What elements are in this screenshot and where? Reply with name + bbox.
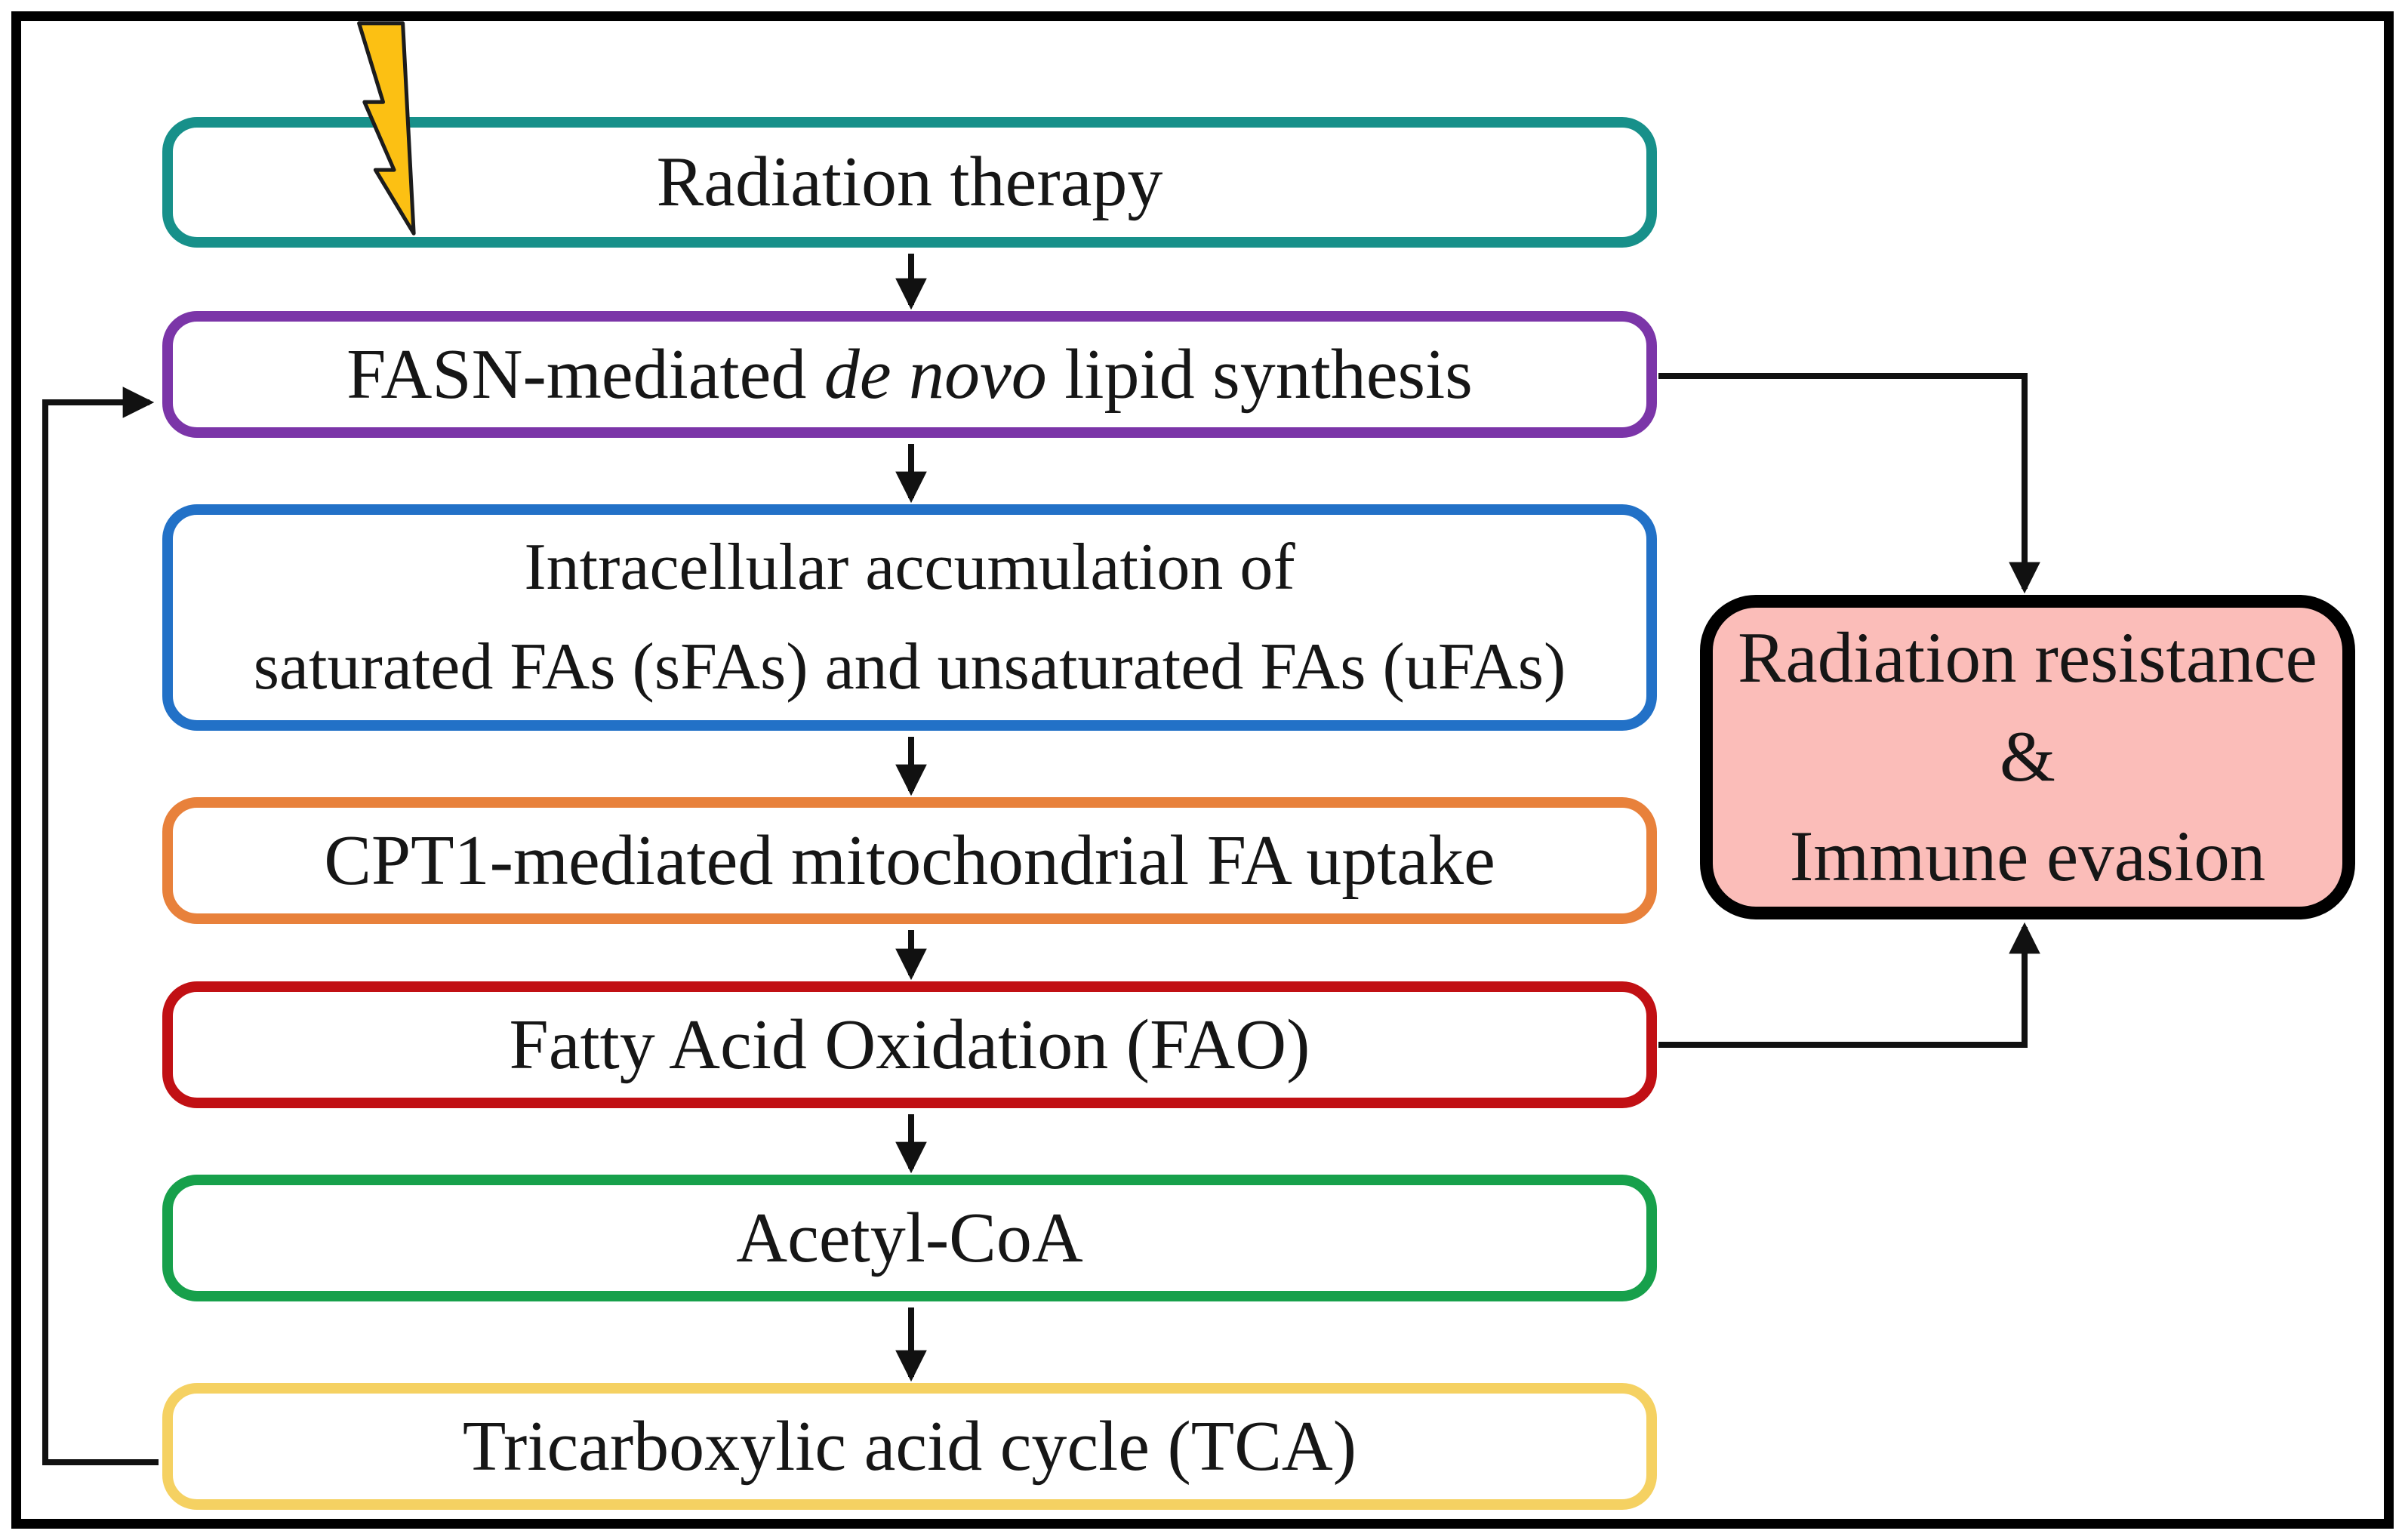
label-segment: FASN-mediated <box>346 334 824 414</box>
node-label: Acetyl-CoA <box>736 1198 1083 1277</box>
node-fatty-acid-oxidation: Fatty Acid Oxidation (FAO) <box>162 981 1657 1108</box>
node-label: CPT1-mediated mitochondrial FA uptake <box>324 821 1495 900</box>
node-label: Tricarboxylic acid cycle (TCA) <box>462 1406 1357 1486</box>
node-label-line1: Intracellular accumulation of <box>524 531 1295 604</box>
node-fasn-lipid-synthesis: FASN-mediated de novo lipid synthesis <box>162 311 1657 438</box>
lightning-bolt-icon <box>357 21 416 236</box>
outcome-line2: & <box>2000 716 2055 797</box>
arrow-fao-to-outcome <box>1658 922 2040 1048</box>
label-segment-italic: de novo <box>824 334 1047 414</box>
label-segment: lipid synthesis <box>1046 334 1473 414</box>
node-label: Fatty Acid Oxidation (FAO) <box>509 1005 1310 1084</box>
node-tca-cycle: Tricarboxylic acid cycle (TCA) <box>162 1383 1657 1510</box>
arrow-fasn-to-outcome <box>1658 373 2040 594</box>
outcome-line1: Radiation resistance <box>1738 618 2317 698</box>
node-label: Radiation therapy <box>656 143 1163 222</box>
outcome-line3: Immune evasion <box>1789 815 2266 896</box>
node-intracellular-fa-accumulation: Intracellular accumulation of saturated … <box>162 504 1657 731</box>
figure-border <box>11 11 2394 1529</box>
node-cpt1-mitochondrial-uptake: CPT1-mediated mitochondrial FA uptake <box>162 797 1657 924</box>
node-radiation-resistance-immune-evasion: Radiation resistance & Immune evasion <box>1700 595 2355 919</box>
node-label-line2: saturated FAs (sFAs) and unsaturated FAs… <box>253 630 1566 704</box>
lightning-bolt-shape <box>357 21 416 236</box>
node-acetyl-coa: Acetyl-CoA <box>162 1175 1657 1301</box>
arrow-tca-feedback-to-fasn <box>42 387 159 1465</box>
node-label: FASN-mediated de novo lipid synthesis <box>346 332 1473 417</box>
